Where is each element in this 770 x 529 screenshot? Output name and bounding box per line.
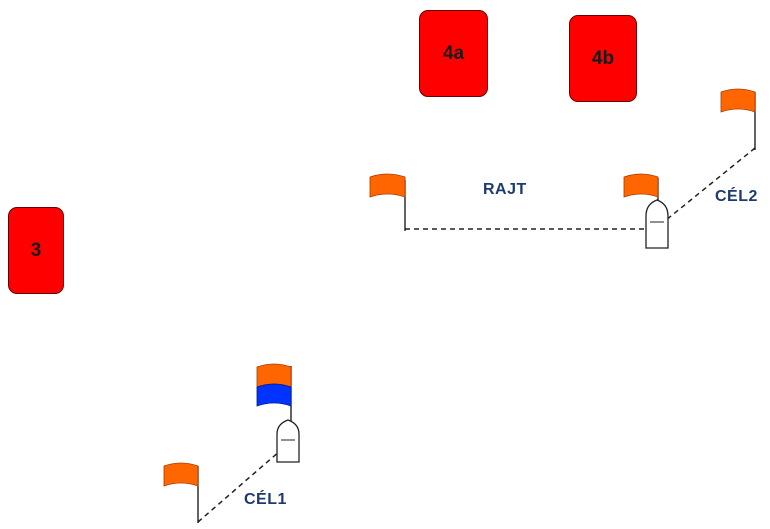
buoy-3: 3 [8,207,64,294]
start-label: RAJT [483,181,527,198]
committee-boat-finish1-icon [276,419,300,463]
buoy-4b: 4b [569,15,637,102]
finish1-line [197,443,289,523]
start-left-flag [369,173,406,231]
finish1-pin-flag [163,462,199,523]
finish2-line [654,147,756,230]
finish1-label: CÉL1 [244,491,287,508]
buoy-4a: 4a [419,10,488,97]
finish1-boat-flag [256,363,292,446]
finish2-flag [720,88,756,150]
committee-boat-start-icon [645,199,669,249]
finish2-label: CÉL2 [715,188,758,205]
